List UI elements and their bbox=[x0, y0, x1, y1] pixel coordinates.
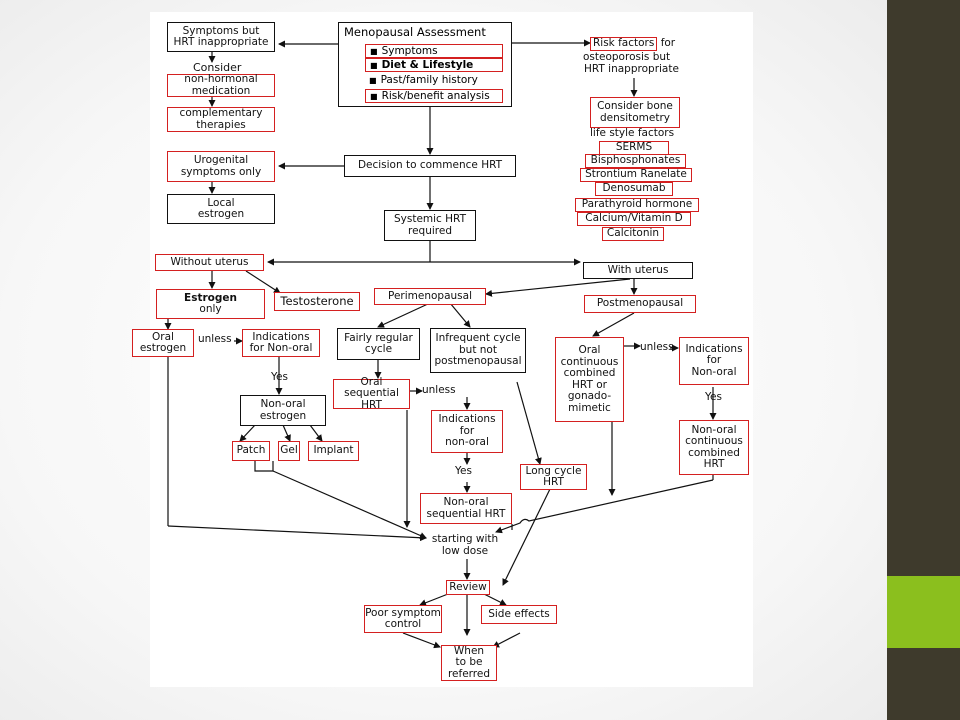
systemic-hrt-required: Systemic HRT required bbox=[384, 210, 476, 241]
long-cycle-hrt: Long cycle HRT bbox=[520, 464, 587, 490]
risk-factors-box: Risk factors bbox=[590, 37, 658, 51]
unless-label-3: unless bbox=[640, 341, 674, 353]
testosterone: Testosterone bbox=[274, 292, 360, 311]
therapy-strontium-ranelate: Strontium Ranelate bbox=[580, 168, 692, 182]
patch: Patch bbox=[232, 441, 270, 461]
therapy-serms: SERMS bbox=[599, 141, 669, 155]
therapy-parathyroid-hormone: Parathyroid hormone bbox=[575, 198, 699, 212]
perimenopausal: Perimenopausal bbox=[374, 288, 486, 305]
postmenopausal: Postmenopausal bbox=[584, 295, 696, 313]
consider-bone-densitometry: Consider bone densitometry bbox=[590, 97, 680, 128]
therapy-bisphosphonates: Bisphosphonates bbox=[585, 154, 686, 168]
starting-with-low-dose: starting with low dose bbox=[431, 533, 499, 557]
risk-factors-for: for bbox=[660, 37, 676, 49]
assessment-item-diet-lifestyle: ■Diet & Lifestyle bbox=[365, 58, 503, 72]
therapy-calcium-vitamin-d: Calcium/Vitamin D bbox=[577, 212, 691, 226]
menopausal-assessment-box: Menopausal Assessment ■Symptoms ■Diet & … bbox=[338, 22, 512, 107]
poor-symptom-control: Poor symptom control bbox=[364, 605, 442, 633]
life-style-factors: life style factors bbox=[590, 127, 675, 139]
unless-label-2: unless bbox=[422, 384, 456, 396]
non-oral-sequential-hrt: Non-oral sequential HRT bbox=[420, 493, 512, 524]
non-oral-estrogen: Non-oral estrogen bbox=[240, 395, 326, 426]
implant: Implant bbox=[308, 441, 359, 461]
without-uterus: Without uterus bbox=[155, 254, 264, 271]
indications-for-non-oral-2: Indications for non-oral bbox=[431, 410, 503, 453]
side-effects: Side effects bbox=[481, 605, 557, 624]
indications-for-non-oral-1: Indications for Non-oral bbox=[242, 329, 320, 357]
therapy-calcitonin: Calcitonin bbox=[602, 227, 664, 241]
infrequent-cycle: Infrequent cycle but not postmenopausal bbox=[430, 328, 526, 373]
flowchart-connectors bbox=[164, 39, 717, 649]
yes-label-3: Yes bbox=[705, 391, 722, 403]
non-hormonal-medication: non-hormonal medication bbox=[167, 73, 275, 97]
therapy-denosumab: Denosumab bbox=[595, 182, 673, 196]
oral-continuous-combined-hrt: Oral continuous combined HRT or gonado- … bbox=[555, 337, 624, 422]
non-oral-continuous-combined-hrt: Non-oral continuous combined HRT bbox=[679, 420, 749, 475]
decision-to-commence-hrt: Decision to commence HRT bbox=[344, 155, 516, 177]
menopausal-assessment-title: Menopausal Assessment bbox=[344, 25, 486, 39]
hrt-inappropriate-line: HRT inappropriate bbox=[584, 63, 679, 75]
review: Review bbox=[446, 580, 490, 595]
fairly-regular-cycle: Fairly regular cycle bbox=[337, 328, 420, 360]
estrogen-only-line2: only bbox=[199, 303, 222, 315]
complementary-therapies: complementary therapies bbox=[167, 107, 275, 132]
yes-label-2: Yes bbox=[455, 465, 472, 477]
symptoms-hrt-inappropriate: Symptoms but HRT inappropriate bbox=[167, 22, 275, 52]
hrt-flowchart: Menopausal Assessment ■Symptoms ■Diet & … bbox=[132, 12, 753, 687]
indications-for-non-oral-3: Indications for Non-oral bbox=[679, 337, 749, 385]
with-uterus: With uterus bbox=[583, 262, 693, 279]
when-to-be-referred: When to be referred bbox=[441, 645, 497, 681]
oral-sequential-hrt: Oral sequential HRT bbox=[333, 376, 410, 411]
estrogen-only: Estrogen only bbox=[156, 289, 265, 319]
slide-accent-square bbox=[887, 576, 960, 648]
oral-estrogen: Oral estrogen bbox=[132, 329, 194, 357]
osteoporosis-but-line: osteoporosis but bbox=[583, 51, 671, 63]
assessment-item-past-family-history: ■Past/family history bbox=[369, 74, 478, 86]
consider-label: Consider bbox=[193, 61, 242, 74]
estrogen-only-line1: Estrogen bbox=[184, 291, 237, 304]
assessment-item-risk-benefit: ■Risk/benefit analysis bbox=[365, 89, 503, 103]
assessment-item-symptoms: ■Symptoms bbox=[365, 44, 503, 58]
gel: Gel bbox=[278, 441, 300, 461]
risk-factors-line1: Risk factors for bbox=[590, 37, 675, 51]
yes-label-1: Yes bbox=[271, 371, 288, 383]
local-estrogen: Local estrogen bbox=[167, 194, 275, 224]
unless-label-1: unless bbox=[198, 333, 232, 345]
urogenital-symptoms-only: Urogenital symptoms only bbox=[167, 151, 275, 182]
